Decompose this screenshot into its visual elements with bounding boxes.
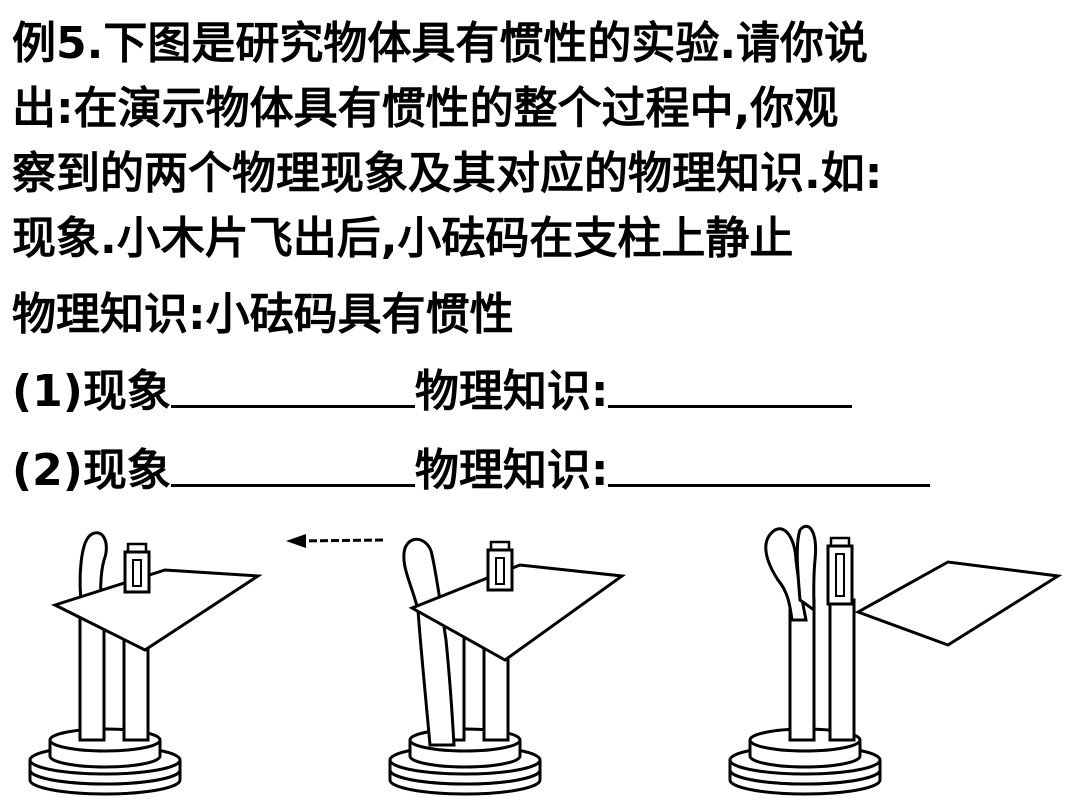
problem-line-1: 例5.下图是研究物体具有惯性的实验.请你说 [12,18,869,69]
example-knowledge: 物理知识:小砝码具有惯性 [12,289,514,340]
panel-after-flick [728,524,1063,796]
question-2-phenomenon-blank[interactable] [170,444,415,487]
panel-before-flick [28,531,263,796]
question-2-knowledge-label: 物理知识: [414,445,609,496]
question-1: (1)现象 物理知识: [12,364,853,420]
question-1-knowledge-label: 物理知识: [414,366,609,417]
question-2: (2)现象 物理知识: [12,443,931,499]
problem-line-3: 察到的两个物理现象及其对应的物理知识.如: [12,148,883,199]
question-1-knowledge-blank[interactable] [608,365,853,408]
question-2-phenomenon-label: 现象 [82,445,171,496]
question-1-number: (1) [12,366,83,417]
question-2-number: (2) [12,445,83,496]
question-1-phenomenon-label: 现象 [82,366,171,417]
problem-line-2: 出:在演示物体具有惯性的整个过程中,你观 [12,83,839,134]
inertia-experiment-figure [28,524,1063,796]
question-1-phenomenon-blank[interactable] [170,365,415,408]
panel-during-flick [388,537,627,796]
example-phenomenon: 现象.小木片飞出后,小砝码在支柱上静止 [12,213,794,264]
question-2-knowledge-blank[interactable] [608,444,931,487]
flick-arrow [286,534,386,548]
